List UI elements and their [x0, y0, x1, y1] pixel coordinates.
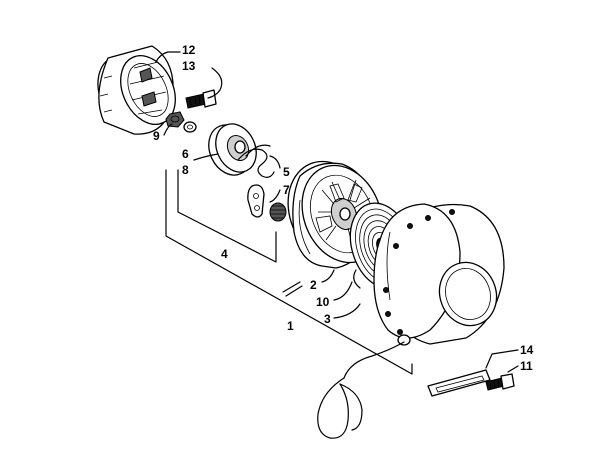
leader-lines — [155, 51, 519, 375]
callout-10: 10 — [316, 295, 330, 309]
pawl-part-7 — [247, 184, 287, 222]
bolt-part-13 — [185, 89, 217, 109]
spring-clip-part-5 — [237, 144, 275, 178]
nut-part-9 — [165, 111, 197, 133]
callout-4: 4 — [221, 247, 228, 261]
callout-9: 9 — [153, 129, 160, 143]
mounting-plate-part-14 — [427, 369, 491, 397]
callout-11: 11 — [520, 359, 533, 373]
callout-8: 8 — [182, 163, 189, 177]
callout-3: 3 — [324, 312, 331, 326]
bolt-part-11 — [485, 373, 515, 391]
starter-rope-part-1 — [282, 281, 405, 439]
callout-13: 13 — [182, 59, 196, 73]
callout-5: 5 — [283, 165, 290, 179]
callout-6: 6 — [182, 147, 189, 161]
callout-labels: 12 13 9 6 8 5 7 4 2 10 3 1 14 11 — [153, 43, 534, 373]
callout-12: 12 — [182, 43, 196, 57]
pawl-plate-part-6-8 — [208, 123, 257, 176]
callout-1: 1 — [287, 319, 294, 333]
housing-part-3 — [373, 203, 505, 346]
callout-14: 14 — [520, 343, 534, 357]
callout-2: 2 — [310, 278, 317, 292]
starter-cup-part-12 — [97, 45, 176, 135]
callout-7: 7 — [283, 183, 290, 197]
